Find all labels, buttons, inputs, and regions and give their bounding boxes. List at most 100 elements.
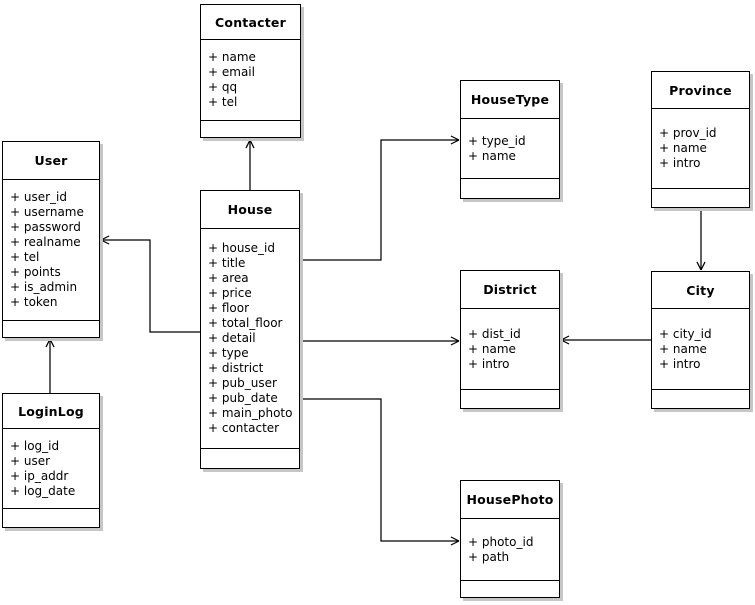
methods-compartment	[461, 179, 559, 198]
class-title-compartment: HousePhoto	[461, 481, 559, 519]
class-attribute: + title	[208, 256, 246, 270]
edge-city-to-district[interactable]	[560, 335, 651, 345]
class-attribute: + password	[10, 220, 81, 234]
class-attribute: + token	[10, 295, 58, 309]
class-attribute: + city_id	[659, 326, 712, 341]
class-attribute: + type	[208, 346, 249, 360]
attributes-compartment: + prov_id+ name+ intro	[652, 109, 749, 189]
class-user[interactable]: User + user_id+ username+ password+ realn…	[2, 141, 100, 338]
class-attribute: + name	[659, 341, 707, 356]
open-arrowhead-icon	[49, 338, 55, 348]
open-arrowhead-icon	[249, 139, 255, 149]
class-attribute: + dist_id	[468, 326, 521, 341]
open-arrowhead-icon	[700, 261, 706, 271]
open-arrowhead-icon	[100, 239, 110, 245]
class-attribute: + username	[10, 205, 84, 219]
edge-line	[300, 398, 459, 542]
class-attribute: + type_id	[468, 133, 526, 148]
open-arrowhead-icon	[450, 139, 460, 145]
class-attribute: + log_date	[10, 483, 76, 498]
class-attribute: + floor	[208, 301, 250, 315]
methods-compartment	[652, 390, 749, 408]
class-attribute: + price	[208, 286, 252, 300]
class-city[interactable]: City + city_id+ name+ intro	[651, 271, 750, 409]
class-attribute: + intro	[468, 356, 510, 371]
open-arrowhead-icon	[450, 540, 460, 546]
class-title-compartment: House	[201, 191, 299, 229]
class-attribute: + total_floor	[208, 316, 283, 330]
open-arrowhead-icon	[100, 235, 110, 241]
class-attribute: + tel	[208, 95, 238, 109]
class-title-compartment: HouseType	[461, 81, 559, 119]
class-name: City	[686, 282, 715, 298]
attributes-compartment: + city_id+ name+ intro	[652, 309, 749, 390]
attributes-compartment: + user_id+ username+ password+ realname +…	[3, 180, 99, 321]
class-title-compartment: User	[3, 142, 99, 180]
class-housephoto[interactable]: HousePhoto+ photo_id+ path	[460, 480, 560, 598]
class-name: HouseType	[470, 92, 550, 107]
class-attribute: + prov_id	[659, 126, 717, 140]
methods-compartment	[201, 449, 299, 468]
class-attribute: + detail	[208, 331, 256, 345]
class-attribute: + realname	[10, 235, 81, 249]
class-contacter[interactable]: Contacter + name+ email+ qq+ tel	[200, 4, 301, 138]
class-attribute: + qq	[208, 80, 238, 94]
class-house[interactable]: House + house_id+ title+ area+ price+ flo…	[200, 190, 300, 469]
edge-loginlog-to-user[interactable]	[45, 338, 55, 393]
class-attribute: + pub_user	[208, 376, 277, 390]
open-arrowhead-icon	[45, 338, 51, 348]
class-province[interactable]: Province + prov_id+ name+ intro	[651, 71, 750, 208]
class-attribute: + log_id	[10, 438, 60, 453]
open-arrowhead-icon	[560, 339, 570, 345]
class-attribute: + user	[10, 453, 51, 468]
attributes-compartment: + dist_id+ name+ intro	[461, 309, 559, 390]
class-attribute: + email	[208, 65, 255, 79]
class-attribute: + intro	[659, 156, 701, 170]
class-name: Contacter	[215, 14, 286, 30]
class-name: House	[227, 202, 273, 217]
class-district[interactable]: District + dist_id+ name+ intro	[460, 270, 560, 409]
class-attribute: + points	[10, 265, 61, 279]
class-title-compartment: District	[461, 271, 559, 309]
edge-house-to-contacter[interactable]	[245, 139, 255, 190]
class-title-compartment: Contacter	[201, 5, 300, 40]
class-attribute: + intro	[659, 356, 701, 371]
edge-province-to-city[interactable]	[696, 208, 706, 271]
methods-compartment	[3, 509, 99, 527]
class-attribute: + path	[468, 549, 510, 564]
class-attribute: + pub_date	[208, 391, 278, 405]
attributes-compartment: + photo_id+ path	[461, 519, 559, 581]
class-title-compartment: City	[652, 272, 749, 309]
class-name: Province	[669, 82, 732, 98]
class-title-compartment: Province	[652, 72, 749, 109]
edge-house-to-housephoto[interactable]	[300, 398, 460, 546]
edge-house-to-district[interactable]	[300, 336, 460, 346]
methods-compartment	[652, 189, 749, 207]
class-attribute: + name	[659, 141, 707, 155]
class-name: District	[483, 282, 537, 297]
methods-compartment	[461, 581, 559, 597]
class-attribute: + area	[208, 271, 249, 285]
class-attribute: + ip_addr	[10, 468, 69, 483]
class-attribute: + user_id	[10, 190, 67, 204]
class-attribute: + name	[208, 50, 256, 64]
methods-compartment	[461, 390, 559, 408]
open-arrowhead-icon	[450, 135, 460, 141]
class-name: User	[34, 153, 68, 168]
class-name: LoginLog	[18, 403, 84, 419]
class-attribute: + name	[468, 148, 516, 163]
edge-house-to-user[interactable]	[100, 235, 200, 333]
class-housetype[interactable]: HouseType + type_id+ name	[460, 80, 560, 199]
class-loginlog[interactable]: LoginLog + log_id+ user+ ip_addr+ log_dat…	[2, 393, 100, 528]
open-arrowhead-icon	[450, 536, 460, 542]
class-title-compartment: LoginLog	[3, 394, 99, 429]
methods-compartment	[3, 321, 99, 337]
open-arrowhead-icon	[696, 261, 702, 271]
attributes-compartment: + house_id+ title+ area+ price+ floor+ t…	[201, 229, 299, 449]
open-arrowhead-icon	[245, 139, 251, 149]
edge-line	[101, 239, 200, 333]
edge-house-to-housetype[interactable]	[300, 135, 460, 261]
class-attribute: + main_photo	[208, 406, 293, 420]
